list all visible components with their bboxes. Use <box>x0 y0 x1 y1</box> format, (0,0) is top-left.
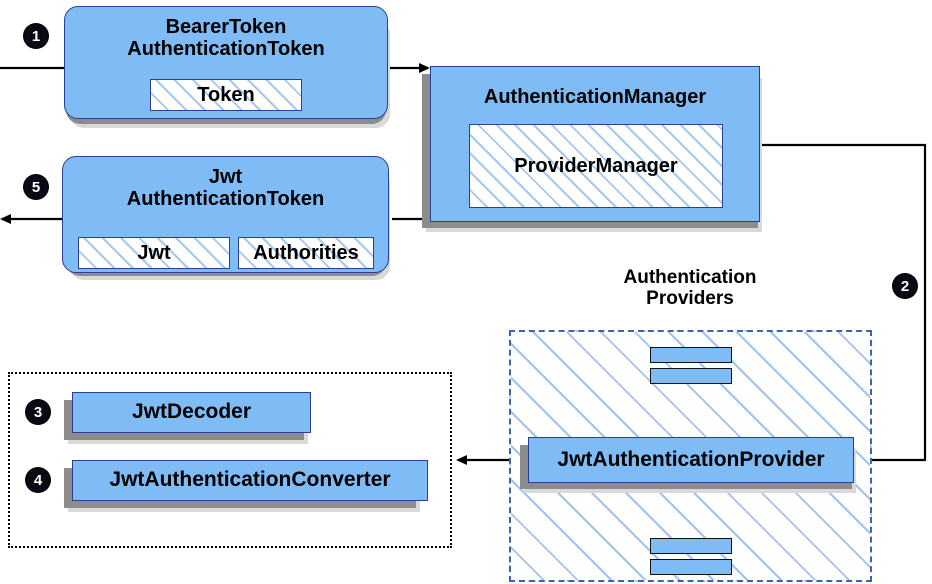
step-badge-1: 1 <box>24 24 48 48</box>
node-authentication-manager-title: AuthenticationManager <box>483 86 707 108</box>
node-jwt-authentication-token-title: Jwt AuthenticationToken <box>126 166 325 210</box>
step-badge-2: 2 <box>893 274 917 298</box>
step-badge-4: 4 <box>26 468 50 492</box>
node-jwt-authentication-provider-title: JwtAuthenticationProvider <box>557 447 825 471</box>
group-jwt-support <box>8 372 452 548</box>
compartment-authorities: Authorities <box>238 237 374 269</box>
provider-stub-top-2 <box>650 368 732 384</box>
node-jwt-decoder-title: JwtDecoder <box>131 400 252 424</box>
compartment-provider-manager: ProviderManager <box>469 124 723 208</box>
node-jwt-decoder[interactable]: JwtDecoder <box>72 392 311 433</box>
node-bearer-token-authentication-token-title: BearerToken AuthenticationToken <box>127 16 325 60</box>
compartment-token: Token <box>150 79 302 111</box>
step-badge-5: 5 <box>24 175 48 199</box>
provider-stub-bottom-2 <box>650 559 732 575</box>
node-jwt-authentication-converter[interactable]: JwtAuthenticationConverter <box>72 460 428 501</box>
compartment-jwt: Jwt <box>78 237 230 269</box>
provider-stub-top-1 <box>650 347 732 363</box>
node-jwt-authentication-converter-title: JwtAuthenticationConverter <box>109 468 391 492</box>
node-jwt-authentication-provider[interactable]: JwtAuthenticationProvider <box>528 437 854 483</box>
provider-stub-bottom-1 <box>650 538 732 554</box>
step-badge-3: 3 <box>26 400 50 424</box>
group-authentication-providers-caption: Authentication Providers <box>623 267 757 309</box>
